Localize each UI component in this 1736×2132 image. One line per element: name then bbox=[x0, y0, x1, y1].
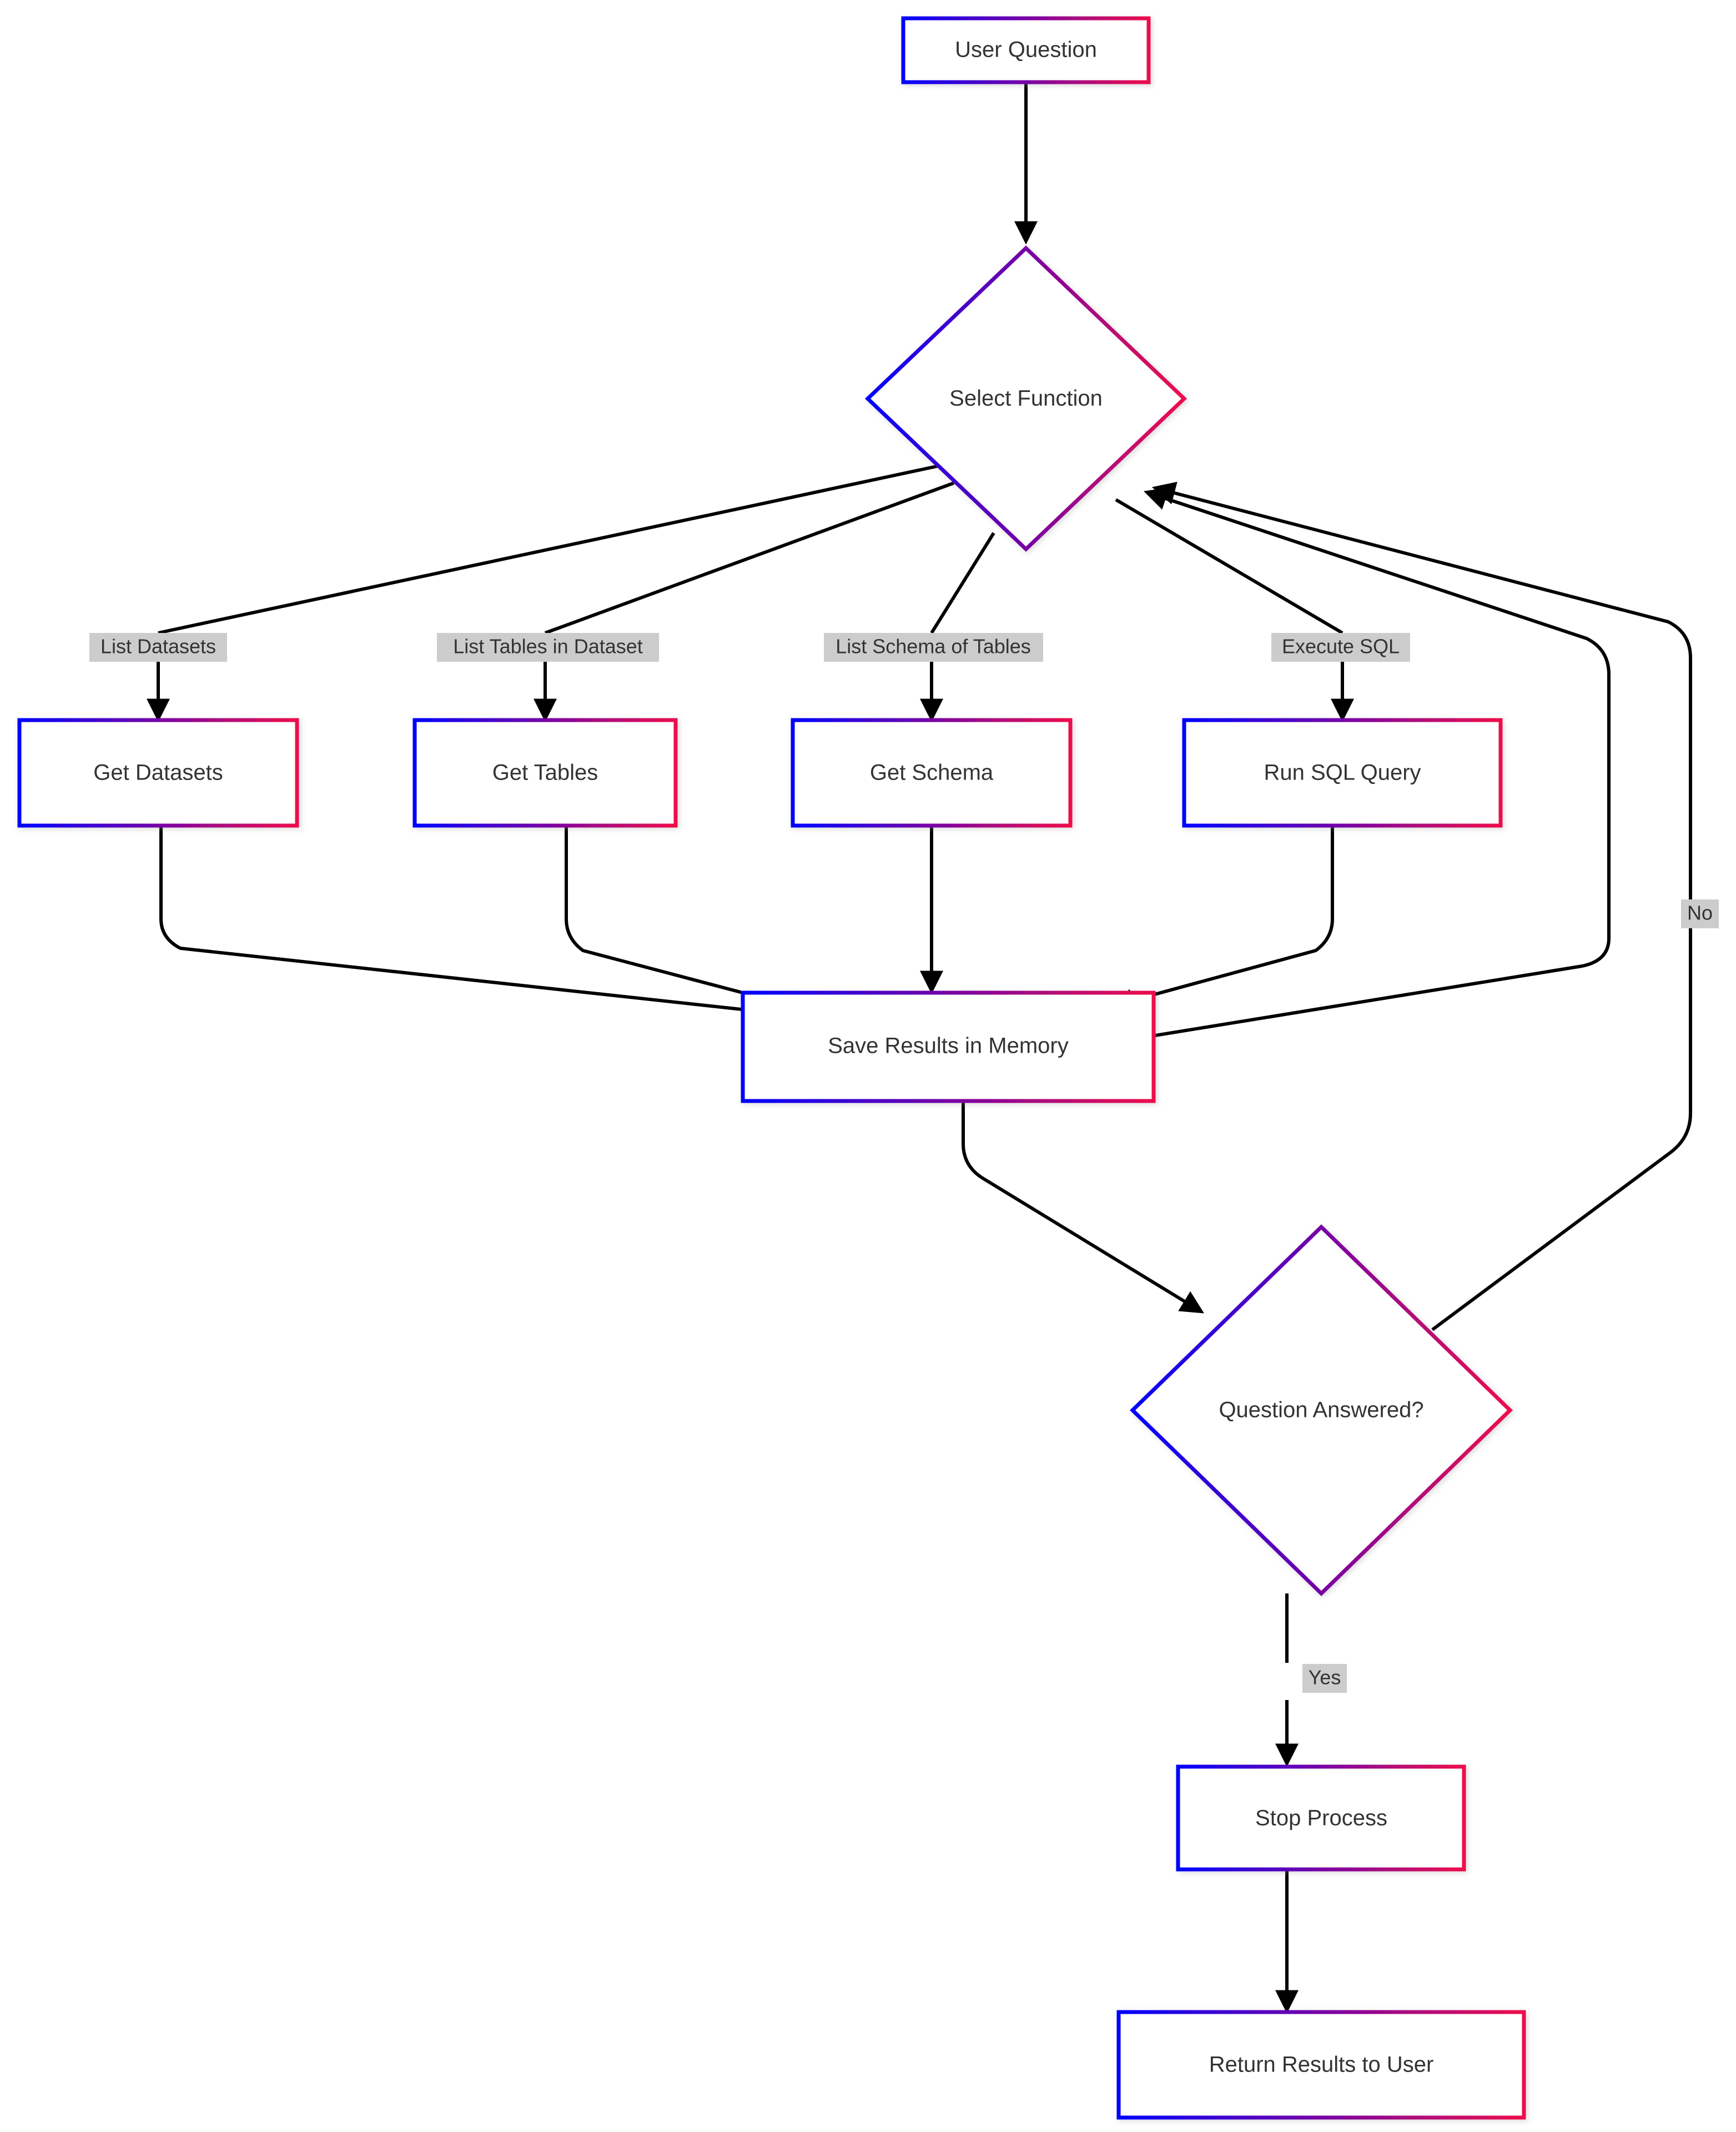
node-question-answered-label: Question Answered? bbox=[1219, 1398, 1423, 1422]
node-get-datasets-shape bbox=[17, 718, 299, 828]
node-stop-process-label: Stop Process bbox=[1255, 1806, 1387, 1831]
edge-save-results-to-select-function bbox=[1138, 487, 1611, 1040]
edge-label-list-schema-of-tables-text: List Schema of Tables bbox=[836, 635, 1031, 658]
edge-get-tables-to-save-results bbox=[565, 827, 806, 1015]
edge-save-results-to-question-answered bbox=[962, 1102, 1204, 1314]
node-stop-process-shape bbox=[1176, 1764, 1466, 1872]
edge-select-function-to-run-sql-query bbox=[1115, 498, 1343, 635]
node-run-sql-query-label: Run SQL Query bbox=[1264, 761, 1421, 785]
node-get-datasets-label: Get Datasets bbox=[93, 761, 223, 785]
node-get-tables-label: Get Tables bbox=[492, 761, 598, 785]
node-select-function-shape bbox=[864, 245, 1187, 552]
edge-label-list-datasets: List Datasets bbox=[89, 633, 227, 662]
edge-run-sql-query-to-save-results bbox=[1110, 827, 1334, 1012]
edge-labels-layer: List Datasets List Tables in Dataset Lis… bbox=[89, 633, 1719, 1693]
node-get-tables[interactable]: Get Tables bbox=[412, 718, 678, 828]
edge-label-list-datasets-bg bbox=[89, 633, 227, 662]
edge-label-yes-bg bbox=[1302, 1664, 1347, 1693]
node-return-results-to-user-shape bbox=[1116, 2010, 1526, 2120]
node-run-sql-query[interactable]: Run SQL Query bbox=[1182, 718, 1503, 828]
node-get-schema[interactable]: Get Schema bbox=[791, 718, 1073, 828]
node-user-question-shape bbox=[901, 16, 1151, 84]
edge-label-yes-text: Yes bbox=[1309, 1666, 1341, 1689]
edge-label-yes: Yes bbox=[1302, 1664, 1347, 1693]
node-user-question-label: User Question bbox=[955, 38, 1097, 62]
node-select-function-label: Select Function bbox=[949, 386, 1103, 411]
node-question-answered-shape bbox=[1129, 1224, 1513, 1596]
node-save-results-in-memory-label: Save Results in Memory bbox=[828, 1034, 1068, 1058]
node-save-results-in-memory-shape bbox=[741, 990, 1156, 1103]
node-save-results-in-memory[interactable]: Save Results in Memory bbox=[741, 990, 1156, 1103]
edge-label-execute-sql-bg bbox=[1271, 633, 1410, 662]
node-get-tables-shape bbox=[412, 718, 678, 828]
node-question-answered[interactable]: Question Answered? bbox=[1129, 1224, 1513, 1596]
edge-label-list-tables-in-dataset: List Tables in Dataset bbox=[437, 633, 659, 662]
edge-label-execute-sql-text: Execute SQL bbox=[1282, 635, 1400, 658]
node-return-results-to-user-label: Return Results to User bbox=[1209, 2053, 1434, 2077]
edge-label-list-datasets-text: List Datasets bbox=[100, 635, 216, 658]
node-run-sql-query-shape bbox=[1182, 718, 1503, 828]
edge-label-no-bg bbox=[1681, 899, 1719, 928]
edge-select-function-to-get-datasets bbox=[158, 464, 942, 635]
edge-label-execute-sql: Execute SQL bbox=[1271, 633, 1410, 662]
edge-label-no: No bbox=[1681, 899, 1719, 928]
edge-select-function-to-get-schema bbox=[930, 532, 995, 634]
edge-question-answered-to-select-function-no bbox=[1151, 481, 1692, 1331]
node-select-function[interactable]: Select Function bbox=[864, 245, 1187, 552]
edge-label-list-tables-in-dataset-text: List Tables in Dataset bbox=[453, 635, 643, 658]
edge-label-list-schema-of-tables-bg bbox=[824, 633, 1043, 662]
edge-label-no-text: No bbox=[1687, 902, 1713, 924]
edge-select-function-to-get-tables bbox=[544, 481, 955, 635]
node-get-schema-shape bbox=[791, 718, 1073, 828]
node-get-schema-label: Get Schema bbox=[870, 761, 994, 785]
edge-label-list-tables-in-dataset-bg bbox=[437, 633, 659, 662]
node-get-datasets[interactable]: Get Datasets bbox=[17, 718, 299, 828]
node-stop-process[interactable]: Stop Process bbox=[1176, 1764, 1466, 1872]
node-return-results-to-user[interactable]: Return Results to User bbox=[1116, 2010, 1526, 2120]
nodes-layer: User Question Select Function Get Datase… bbox=[17, 16, 1526, 2120]
edges-layer bbox=[147, 82, 1692, 2014]
edge-label-list-schema-of-tables: List Schema of Tables bbox=[824, 633, 1043, 662]
edge-get-datasets-to-save-results bbox=[159, 827, 783, 1023]
node-user-question[interactable]: User Question bbox=[901, 16, 1151, 84]
